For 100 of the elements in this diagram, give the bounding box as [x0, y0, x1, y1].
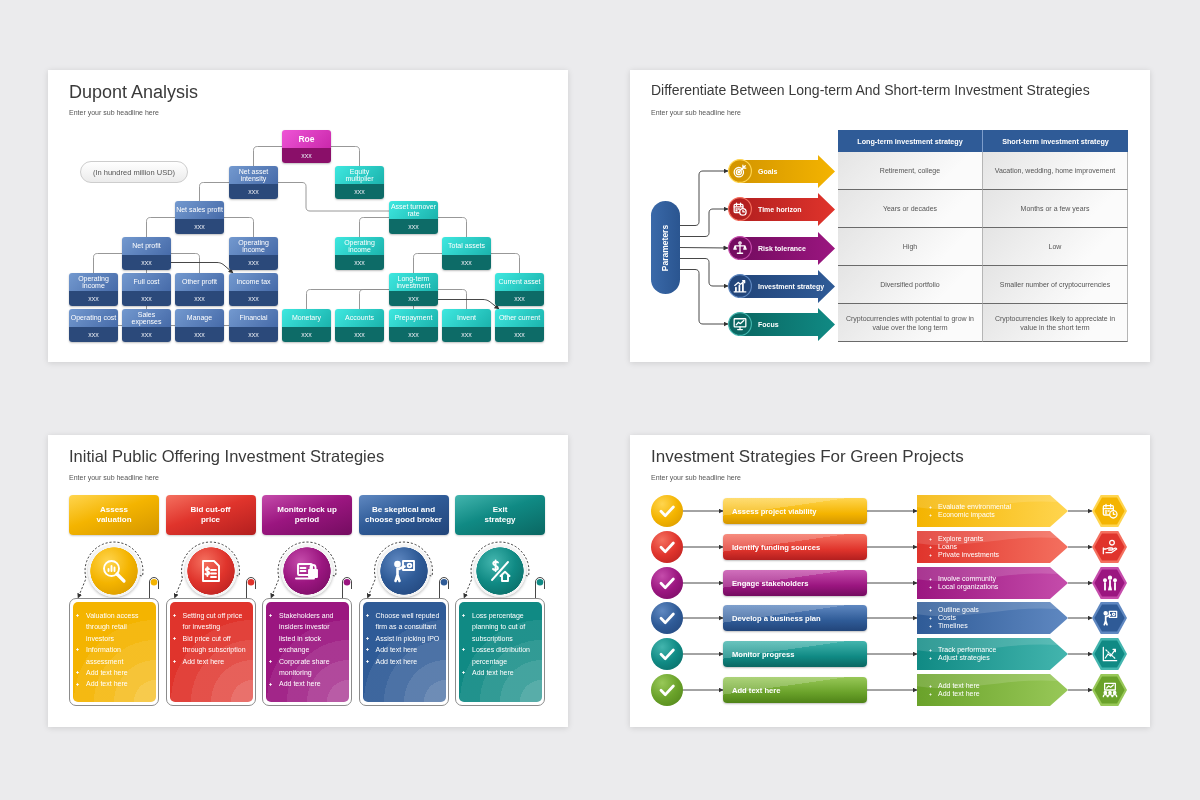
check-circle	[651, 602, 683, 634]
metric-tile	[335, 166, 384, 199]
metric-tile	[335, 309, 384, 342]
hexagon-badge	[1092, 495, 1127, 527]
step-bar	[723, 605, 867, 631]
connector-line	[117, 325, 123, 326]
connector-line	[413, 305, 414, 310]
arrow-tag	[728, 231, 835, 265]
step-header	[69, 495, 159, 535]
arrow-tag	[728, 154, 835, 188]
connector-line	[413, 253, 443, 274]
arrow-tag	[728, 269, 835, 303]
hexagon-badge	[1092, 674, 1127, 706]
step-bar	[723, 677, 867, 703]
icon-circle	[88, 545, 140, 597]
icon-circle	[184, 545, 237, 597]
metric-tile	[282, 309, 331, 342]
slide-card	[48, 70, 568, 362]
connector-line	[170, 325, 176, 326]
step-header	[165, 495, 256, 535]
connector-line	[146, 217, 176, 238]
metric-tile	[389, 309, 438, 342]
check-circle	[651, 531, 683, 563]
metric-tile	[335, 237, 384, 270]
metric-tile	[495, 309, 544, 342]
connector-line	[223, 217, 254, 238]
slide-title: Initial Public Offering Investment Strategies	[69, 447, 385, 467]
metric-tile	[122, 309, 171, 342]
check-circle	[651, 674, 683, 706]
check-circle	[651, 638, 683, 670]
metric-tile	[229, 273, 278, 306]
connector-line	[93, 253, 123, 274]
parameters-pill	[651, 201, 680, 294]
arrow-panel	[917, 674, 1068, 706]
arrow-panel	[917, 602, 1068, 634]
heading-text: Exit strategy	[483, 505, 517, 525]
metric-tile	[229, 309, 278, 342]
step-header	[455, 495, 545, 535]
unit-pill	[80, 161, 188, 183]
heading-text: Bid cut-off price	[189, 505, 232, 525]
slide-card	[630, 435, 1150, 727]
connector-line	[359, 289, 390, 310]
slide-card	[630, 70, 1150, 362]
connector-line	[199, 182, 230, 202]
vertical-label: Parameters	[660, 224, 671, 271]
icon-circle	[377, 545, 430, 597]
connector-line	[437, 217, 467, 238]
metric-tile	[442, 309, 491, 342]
connector-line	[223, 325, 230, 326]
arrow-panel	[917, 567, 1068, 599]
step-bar	[723, 641, 867, 667]
metric-label: Roe	[298, 134, 315, 144]
metric-tile	[229, 166, 278, 199]
connector-line	[490, 253, 520, 274]
step-header	[262, 495, 352, 535]
connector-line	[330, 146, 360, 167]
heading-text: Assess valuation	[95, 505, 133, 525]
connector-line	[146, 269, 147, 274]
arrow-panel	[917, 531, 1068, 563]
metric-tile	[495, 273, 544, 306]
heading-text: Be skeptical and choose good broker	[364, 505, 443, 525]
slide-title: Differentiate Between Long-term And Short-term Investment Strategies	[651, 82, 1090, 99]
connector-line	[437, 289, 467, 310]
arrow-tag	[728, 307, 835, 341]
hexagon-badge	[1092, 602, 1127, 634]
metric-tile	[175, 201, 224, 234]
icon-circle	[474, 545, 526, 597]
metric-tile	[282, 130, 331, 163]
arrow-tag	[728, 192, 835, 226]
step-bar	[723, 570, 867, 596]
metric-tile	[122, 273, 171, 306]
metric-tile	[175, 273, 224, 306]
metric-tile	[175, 309, 224, 342]
metric-tile	[442, 237, 491, 270]
metric-tile	[122, 237, 171, 270]
slide-title: Investment Strategies For Green Projects	[651, 447, 964, 468]
metric-tile	[69, 273, 118, 306]
slide-title: Dupont Analysis	[69, 82, 199, 104]
hexagon-badge	[1092, 531, 1127, 563]
connector-line	[253, 146, 283, 167]
metric-tile	[389, 273, 438, 306]
step-bar	[723, 498, 867, 524]
step-bar	[723, 534, 867, 560]
metric-tile	[229, 237, 278, 270]
metric-tile	[389, 201, 438, 234]
connector-line	[170, 253, 200, 274]
arrow-panel	[917, 495, 1068, 527]
connector-line	[359, 217, 390, 238]
connector-line	[146, 305, 147, 310]
step-header	[358, 495, 449, 535]
icon-circle	[281, 545, 333, 597]
hexagon-badge	[1092, 567, 1127, 599]
check-circle	[651, 567, 683, 599]
arrow-panel	[917, 638, 1068, 670]
hexagon-badge	[1092, 638, 1127, 670]
connector-line	[277, 182, 390, 212]
slide-card	[48, 435, 568, 727]
metric-tile	[69, 309, 118, 342]
check-circle	[651, 495, 683, 527]
heading-text: Monitor lock up period	[276, 505, 338, 525]
